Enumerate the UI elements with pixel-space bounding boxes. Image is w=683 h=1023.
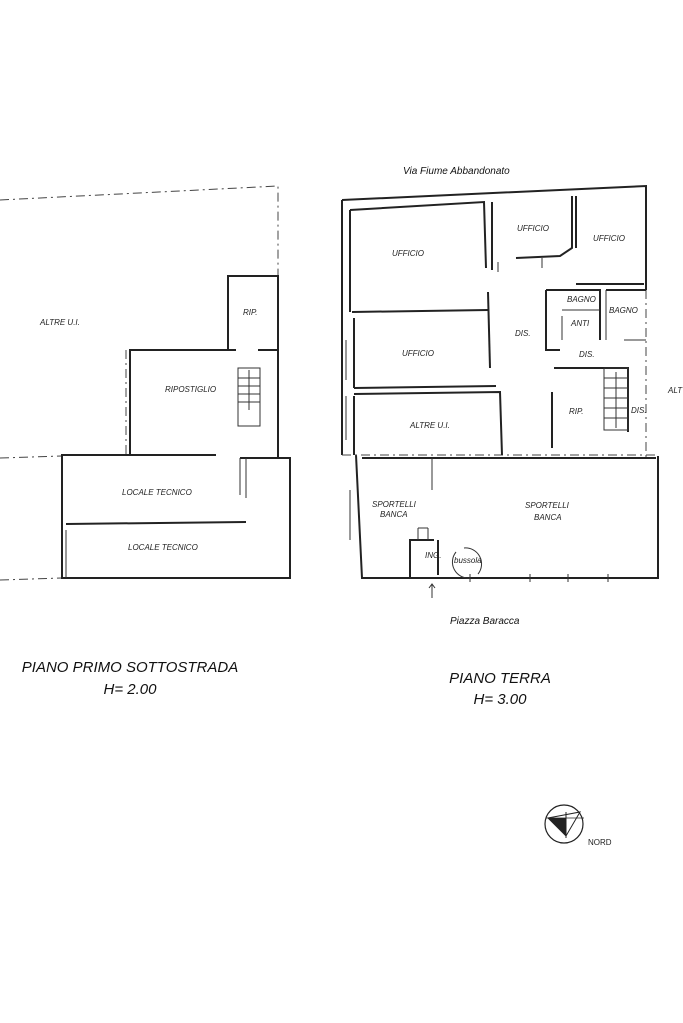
room-label-sportelli-1a: SPORTELLI — [372, 500, 417, 509]
room-label-anti: ANTI — [570, 319, 590, 328]
street-label-top: Via Fiume Abbandonato — [403, 166, 510, 177]
room-label-sportelli-2a: SPORTELLI — [525, 501, 570, 510]
room-label-altre-ui-ground: ALTRE U.I. — [409, 421, 450, 430]
edge-label-altre: ALT — [667, 386, 683, 395]
room-label-bagno-1: BAGNO — [567, 295, 596, 304]
ground-floor-plan — [341, 184, 659, 598]
compass-label: NORD — [588, 838, 612, 847]
room-label-ufficio-1: UFFICIO — [392, 249, 424, 258]
room-label-dis-2: DIS. — [579, 350, 595, 359]
ground-floor-title: PIANO TERRA — [449, 670, 551, 687]
room-label-bussola: bussola — [454, 556, 482, 565]
lower-floor-title: PIANO PRIMO SOTTOSTRADA — [21, 659, 239, 676]
room-label-ufficio-2: UFFICIO — [517, 224, 549, 233]
lower-floor-height: H= 2.00 — [103, 681, 157, 698]
room-label-ufficio-3: UFFICIO — [593, 234, 625, 243]
room-label-rip-lower: RIP. — [243, 308, 258, 317]
room-label-altre-ui-lower: ALTRE U.I. — [39, 318, 80, 327]
room-label-locale-tecnico-2: LOCALE TECNICO — [128, 543, 198, 552]
room-label-ripostiglio: RIPOSTIGLIO — [165, 385, 216, 394]
room-label-sportelli-1b: BANCA — [380, 510, 408, 519]
room-label-dis-3: DIS. — [631, 406, 647, 415]
room-label-locale-tecnico-1: LOCALE TECNICO — [122, 488, 192, 497]
street-label-bottom: Piazza Baracca — [450, 616, 520, 627]
lower-floor-plan — [0, 185, 291, 581]
room-label-ufficio-4: UFFICIO — [402, 349, 434, 358]
room-label-sportelli-2b: BANCA — [534, 513, 562, 522]
room-label-dis-1: DIS. — [515, 329, 531, 338]
room-label-ing: ING. — [425, 551, 441, 560]
room-label-rip-ground: RIP. — [569, 407, 584, 416]
north-arrow-icon — [544, 804, 584, 844]
ground-floor-height: H= 3.00 — [473, 691, 527, 708]
room-label-bagno-2: BAGNO — [609, 306, 638, 315]
